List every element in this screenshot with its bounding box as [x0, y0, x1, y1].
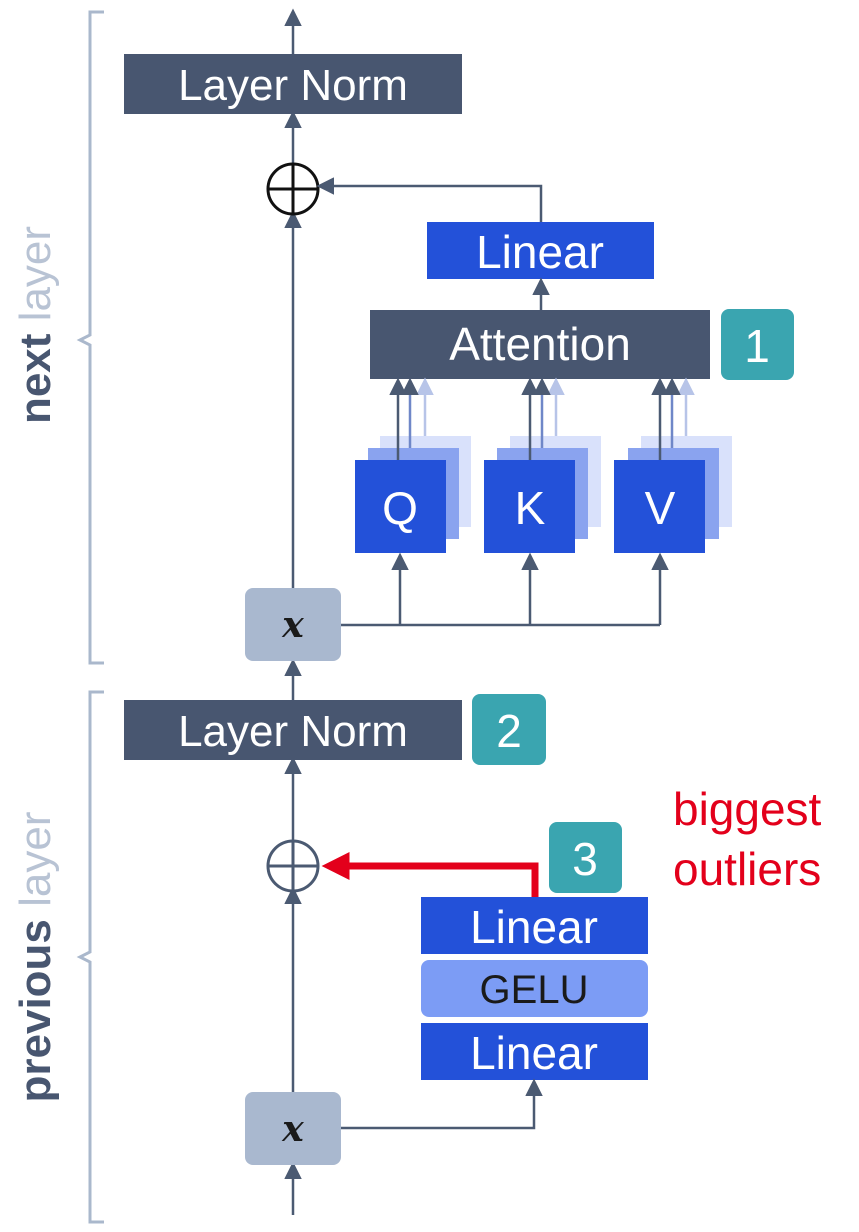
- next-layer-label: next layer: [11, 226, 60, 424]
- attention-output-linear-label: Linear: [476, 226, 604, 278]
- attention-linear-to-add-arrow: [316, 177, 543, 222]
- attention-label: Attention: [449, 318, 631, 370]
- badge-2: [472, 694, 546, 765]
- gelu-box: [421, 960, 648, 1017]
- attention-output-linear-box: [427, 222, 654, 279]
- badge-1: [721, 309, 794, 380]
- q-box: [355, 460, 446, 553]
- x-input-top-label: x: [281, 604, 304, 646]
- layer-norm-bottom-box: [124, 700, 462, 760]
- gelu-label: GELU: [480, 968, 589, 1012]
- previous-label-bold: previous: [11, 919, 60, 1102]
- mlp-linear-bottom-label: Linear: [470, 1027, 598, 1079]
- v-label: V: [645, 482, 676, 534]
- badge-1-label: 1: [744, 320, 770, 372]
- next-label-bold: next: [11, 333, 60, 424]
- mlp-output-to-add-red-arrow: [321, 852, 539, 897]
- q-label: Q: [382, 482, 418, 534]
- residual-add-top-icon: [266, 162, 320, 216]
- layer-norm-top-label: Layer Norm: [178, 61, 408, 110]
- x-input-bottom-box: [245, 1092, 341, 1165]
- annotation-line-1: biggest: [673, 783, 822, 835]
- k-label: K: [515, 482, 546, 534]
- x-input-top-box: [245, 588, 341, 661]
- badge-3: [549, 822, 622, 893]
- badge-3-label: 3: [572, 833, 598, 885]
- next-label-light: layer: [11, 226, 60, 321]
- next-layer-bracket: [76, 10, 104, 665]
- biggest-outliers-annotation: biggest outliers: [673, 783, 834, 895]
- mlp-linear-top-label: Linear: [470, 901, 598, 953]
- bottom-x-to-mlp-arrow: [341, 1078, 543, 1130]
- k-box: [484, 460, 575, 553]
- previous-label-light: layer: [11, 812, 60, 907]
- v-box: [614, 460, 705, 553]
- x-input-bottom-label: x: [281, 1108, 304, 1150]
- mlp-linear-bottom-box: [421, 1023, 648, 1080]
- layer-norm-bottom-label: Layer Norm: [178, 707, 408, 756]
- annotation-line-2: outliers: [673, 843, 821, 895]
- badge-2-label: 2: [496, 705, 522, 757]
- qkv-to-attention-arrows: [389, 377, 695, 460]
- residual-add-bottom-icon: [266, 839, 320, 893]
- mlp-linear-top-box: [421, 897, 648, 954]
- layer-norm-top-box: [124, 54, 462, 114]
- attention-box: [370, 310, 710, 379]
- previous-layer-bracket: [76, 690, 104, 1224]
- previous-layer-label: previous layer: [11, 812, 60, 1103]
